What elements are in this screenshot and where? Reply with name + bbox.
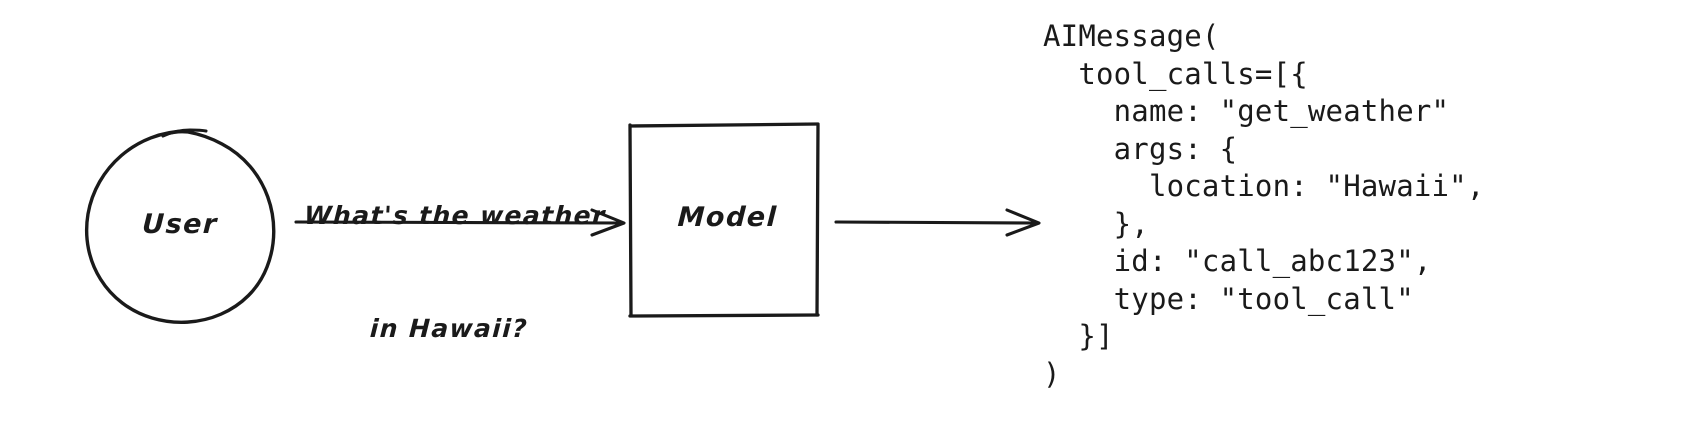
arrow-user-to-model bbox=[294, 208, 626, 237]
edge-label-line-2: in Hawaii? bbox=[369, 313, 529, 343]
user-node-circle bbox=[85, 128, 276, 324]
model-node-label: Model bbox=[676, 202, 779, 233]
user-node-label: User bbox=[141, 209, 219, 240]
arrow-model-to-output bbox=[834, 208, 1041, 237]
edge-label-line-1: What's the weather bbox=[303, 201, 607, 230]
ai-message-code-block: AIMessage( tool_calls=[{ name: "get_weat… bbox=[1043, 19, 1485, 391]
edge-label-user-to-model: What's the weather in Hawaii? bbox=[274, 122, 630, 422]
model-node-box bbox=[628, 122, 820, 318]
